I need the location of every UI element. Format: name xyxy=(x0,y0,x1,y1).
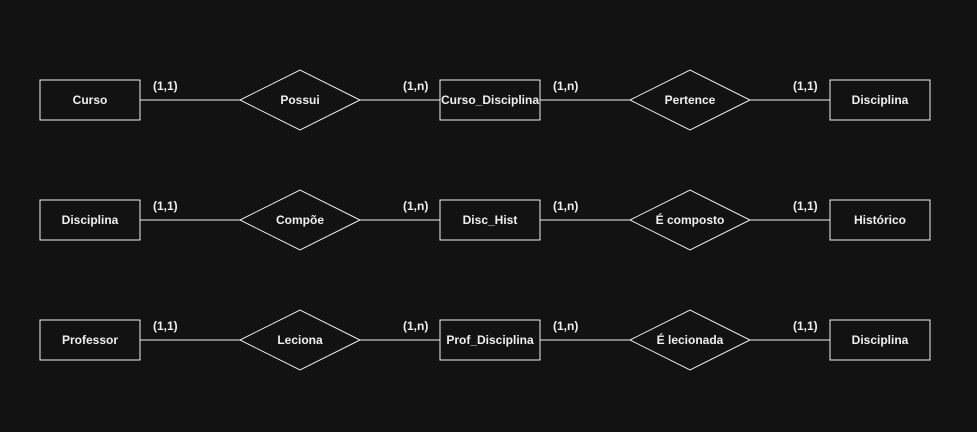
relationship-label: Pertence xyxy=(665,93,716,107)
cardinality-label: (1,n) xyxy=(403,319,428,333)
entity-historico[interactable]: Histórico xyxy=(829,199,931,241)
relationship-e-composto[interactable]: É composto xyxy=(628,189,752,251)
relationship-label: Compõe xyxy=(276,213,324,227)
cardinality-label: (1,n) xyxy=(553,79,578,93)
er-row-2: Disciplina Compõe Disc_Hist É composto H… xyxy=(39,189,931,251)
cardinality-label: (1,1) xyxy=(153,319,178,333)
entity-disciplina[interactable]: Disciplina xyxy=(829,319,931,361)
cardinality-label: (1,n) xyxy=(553,319,578,333)
cardinality-label: (1,1) xyxy=(153,79,178,93)
cardinality-label: (1,n) xyxy=(403,199,428,213)
relationship-label: É lecionada xyxy=(657,332,724,347)
entity-disciplina[interactable]: Disciplina xyxy=(829,79,931,121)
relationship-pertence[interactable]: Pertence xyxy=(628,69,752,131)
relationship-leciona[interactable]: Leciona xyxy=(238,309,362,371)
entity-curso-disciplina[interactable]: Curso_Disciplina xyxy=(439,79,541,121)
cardinality-label: (1,n) xyxy=(403,79,428,93)
entity-label: Disciplina xyxy=(62,213,119,227)
entity-professor[interactable]: Professor xyxy=(39,319,141,361)
entity-label: Disc_Hist xyxy=(463,213,518,227)
entity-disc-hist[interactable]: Disc_Hist xyxy=(439,199,541,241)
entity-label: Curso xyxy=(73,93,108,107)
entity-label: Prof_Disciplina xyxy=(446,333,534,347)
entity-label: Histórico xyxy=(854,213,906,227)
cardinality-label: (1,1) xyxy=(793,319,818,333)
er-row-1: Curso Possui Curso_Disciplina Pertence D… xyxy=(39,69,931,131)
entity-label: Disciplina xyxy=(852,333,909,347)
cardinality-label: (1,1) xyxy=(153,199,178,213)
relationship-label: É composto xyxy=(656,212,725,227)
entity-label: Disciplina xyxy=(852,93,909,107)
entity-prof-disciplina[interactable]: Prof_Disciplina xyxy=(439,319,541,361)
cardinality-label: (1,n) xyxy=(553,199,578,213)
entity-curso[interactable]: Curso xyxy=(39,79,141,121)
cardinality-label: (1,1) xyxy=(793,199,818,213)
relationship-e-lecionada[interactable]: É lecionada xyxy=(628,309,752,371)
entity-label: Curso_Disciplina xyxy=(441,93,539,107)
relationship-compoe[interactable]: Compõe xyxy=(238,189,362,251)
er-row-3: Professor Leciona Prof_Disciplina É leci… xyxy=(39,309,931,371)
relationship-label: Possui xyxy=(280,93,319,107)
relationship-label: Leciona xyxy=(277,333,323,347)
entity-disciplina[interactable]: Disciplina xyxy=(39,199,141,241)
cardinality-label: (1,1) xyxy=(793,79,818,93)
relationship-possui[interactable]: Possui xyxy=(238,69,362,131)
entity-label: Professor xyxy=(62,333,118,347)
